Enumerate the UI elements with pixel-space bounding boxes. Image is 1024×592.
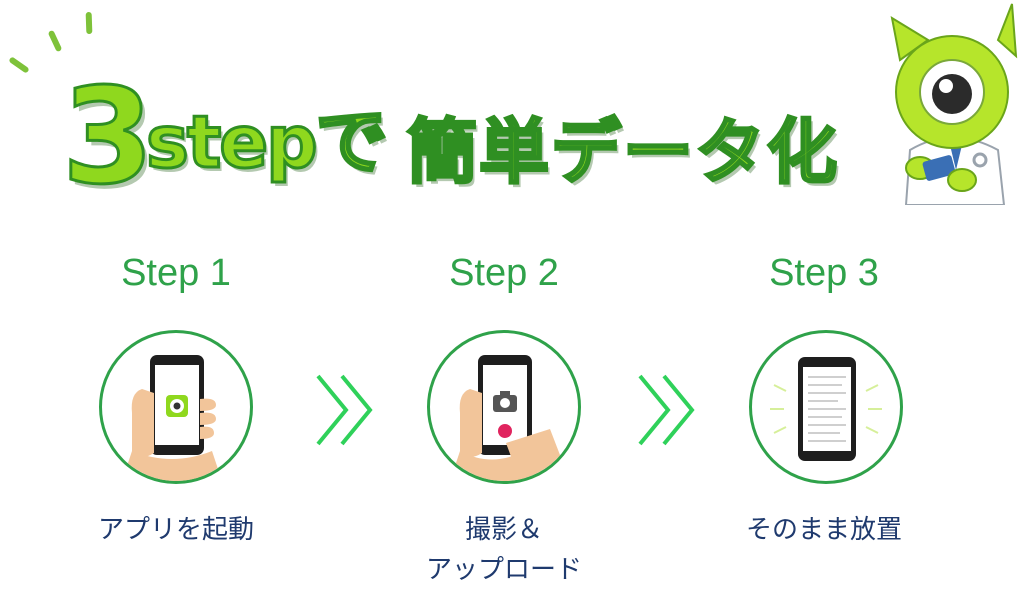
step-2-caption-line1: 撮影＆ [464,515,543,545]
step-3-caption-line1: そのまま放置 [745,515,902,545]
step-2-circle [427,330,581,484]
headline-main: 簡単データ化 [406,110,839,195]
step-3-title: Step 3 [769,252,879,294]
spark-decoration [47,29,63,53]
step-2-title: Step 2 [449,252,559,294]
headline-number: 3 [61,60,156,214]
step-2-caption: 撮影＆ アップロード [394,510,614,590]
step-1-circle [99,330,253,484]
spark-decoration [8,56,30,74]
double-chevron-right-icon [316,374,373,446]
phone-document-icon [770,357,882,461]
step-1-caption-line1: アプリを起動 [97,515,254,545]
step-2-caption-line2: アップロード [425,555,582,585]
phone-camera-icon [450,355,570,481]
step-1-caption: アプリを起動 [66,510,286,550]
phone-app-icon [122,355,222,481]
step-3-circle [749,330,903,484]
mascot-icon [890,3,1018,205]
double-chevron-right-icon [638,374,695,446]
step-3-caption: そのまま放置 [714,510,934,550]
step-1-title: Step 1 [121,252,231,294]
spark-decoration [85,11,93,35]
headline-step: stepで [145,99,390,186]
